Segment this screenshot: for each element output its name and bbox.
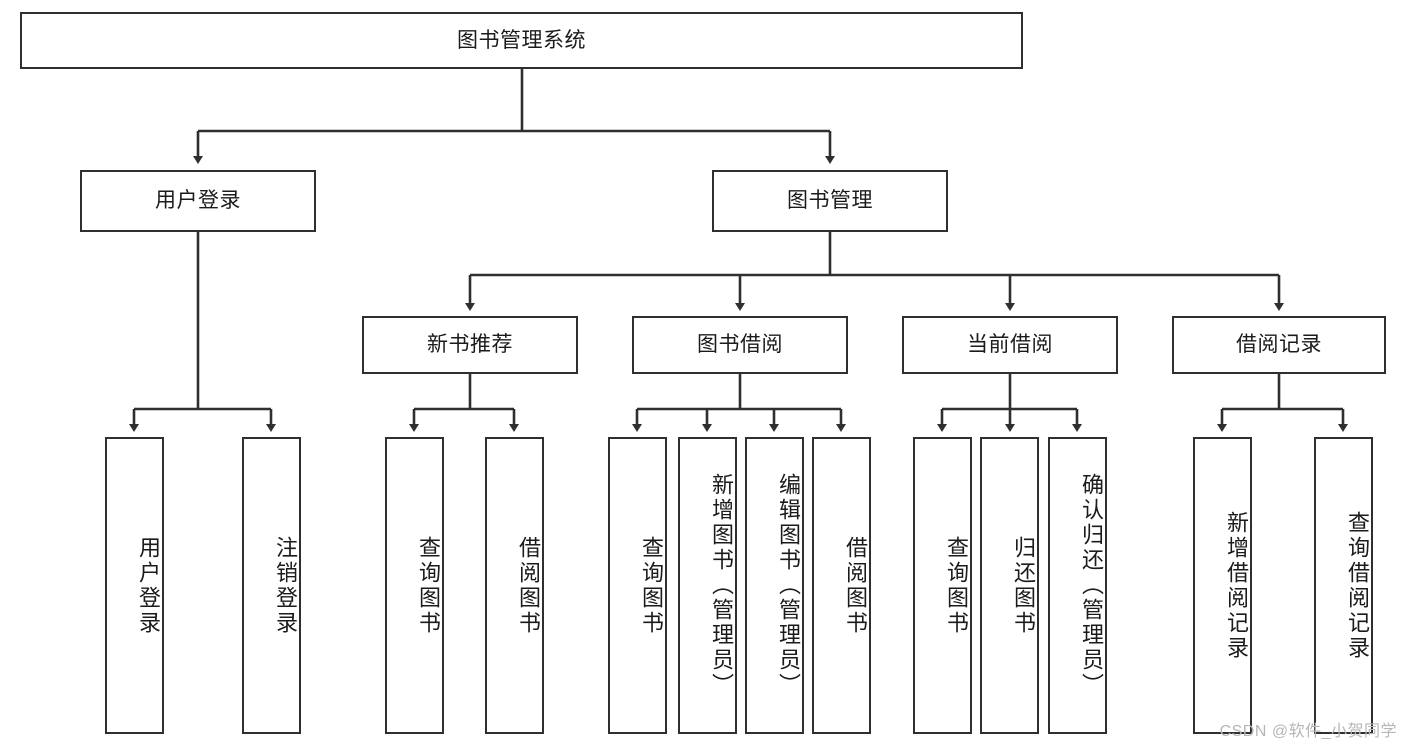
node-book-borrow-label: 图书借阅: [697, 333, 783, 357]
leaf-borrow-book-rec-label: 借阅图书: [516, 535, 541, 636]
node-current-borrow[interactable]: 当前借阅: [902, 316, 1118, 374]
leaf-borrow-book-rec[interactable]: 借阅图书: [485, 437, 544, 734]
leaf-add-book[interactable]: 新增图书（管理员）: [678, 437, 737, 734]
leaf-edit-book[interactable]: 编辑图书（管理员）: [745, 437, 804, 734]
leaf-query-record-label: 查询借阅记录: [1345, 510, 1370, 661]
leaf-return-book-label: 归还图书: [1011, 535, 1036, 636]
node-new-book-recommend[interactable]: 新书推荐: [362, 316, 578, 374]
leaf-query-book-borrow[interactable]: 查询图书: [608, 437, 667, 734]
leaf-add-record[interactable]: 新增借阅记录: [1193, 437, 1252, 734]
leaf-query-book-cur[interactable]: 查询图书: [913, 437, 972, 734]
leaf-query-record[interactable]: 查询借阅记录: [1314, 437, 1373, 734]
leaf-confirm-return-label: 确认归还（管理员）: [1079, 473, 1104, 698]
leaf-borrow-book[interactable]: 借阅图书: [812, 437, 871, 734]
leaf-edit-book-label: 编辑图书（管理员）: [776, 473, 801, 698]
leaf-return-book[interactable]: 归还图书: [980, 437, 1039, 734]
node-book-manage-label: 图书管理: [787, 189, 873, 213]
leaf-add-book-label: 新增图书（管理员）: [709, 473, 734, 698]
leaf-confirm-return[interactable]: 确认归还（管理员）: [1048, 437, 1107, 734]
node-new-book-recommend-label: 新书推荐: [427, 333, 513, 357]
leaf-query-book-rec[interactable]: 查询图书: [385, 437, 444, 734]
node-current-borrow-label: 当前借阅: [967, 333, 1053, 357]
leaf-add-record-label: 新增借阅记录: [1224, 510, 1249, 661]
leaf-borrow-book-label: 借阅图书: [843, 535, 868, 636]
node-borrow-record-label: 借阅记录: [1236, 333, 1322, 357]
leaf-query-book-cur-label: 查询图书: [944, 535, 969, 636]
node-root-label: 图书管理系统: [457, 28, 586, 52]
leaf-query-book-borrow-label: 查询图书: [639, 535, 664, 636]
node-book-borrow[interactable]: 图书借阅: [632, 316, 848, 374]
leaf-logout-label: 注销登录: [273, 535, 298, 636]
node-user-login[interactable]: 用户登录: [80, 170, 316, 232]
node-user-login-label: 用户登录: [155, 189, 241, 213]
node-borrow-record[interactable]: 借阅记录: [1172, 316, 1386, 374]
leaf-user-login-label: 用户登录: [136, 535, 161, 636]
node-root[interactable]: 图书管理系统: [20, 12, 1023, 69]
leaf-query-book-rec-label: 查询图书: [416, 535, 441, 636]
leaf-logout[interactable]: 注销登录: [242, 437, 301, 734]
leaf-user-login[interactable]: 用户登录: [105, 437, 164, 734]
node-book-manage[interactable]: 图书管理: [712, 170, 948, 232]
